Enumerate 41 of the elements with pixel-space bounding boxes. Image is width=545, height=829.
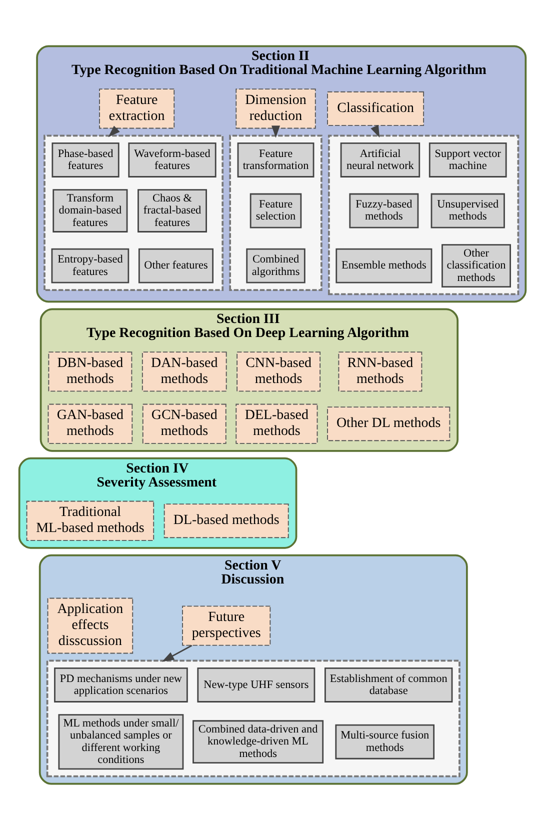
node-box: Chaos & fractal-based features [138, 188, 207, 232]
node-box: Application effects disscussion [47, 597, 134, 654]
node-box: Classification [327, 90, 424, 126]
cluster [328, 134, 520, 295]
node-box: Establishment of common database [324, 666, 453, 702]
node-box: Entropy-based features [51, 248, 130, 283]
node-box: New-type UHF sensors [197, 666, 316, 702]
node-box: Combined data-driven and knowledge-driven ML methods [192, 720, 324, 764]
node-box: Other classification methods [442, 244, 511, 287]
node-box: Other features [138, 248, 214, 283]
node-box: Support vector machine [428, 142, 507, 177]
node-box: Other DL methods [327, 406, 450, 441]
node-box: Transform domain-based features [52, 188, 128, 232]
node-box: GCN-based methods [142, 403, 226, 444]
node-box: Waveform-based features [128, 142, 216, 177]
node-box: DEL-based methods [236, 403, 318, 444]
node-box: DAN-based methods [142, 351, 227, 392]
node-box: Dimension reduction [236, 88, 316, 128]
arrow [162, 644, 192, 662]
node-box: Feature transformation [237, 142, 314, 177]
cluster [46, 659, 460, 777]
node-box: RNN-based methods [338, 351, 422, 392]
node-box: ML methods under small/ unbalanced samples or different working conditions [58, 714, 184, 770]
node-box: DL-based methods [164, 503, 289, 538]
node-box: DBN-based methods [48, 351, 132, 392]
cluster [229, 134, 322, 290]
cluster [44, 134, 224, 290]
node-box: Phase-based features [52, 142, 120, 177]
node-box: GAN-based methods [48, 403, 133, 444]
node-box: Ensemble methods [336, 248, 432, 283]
node-box: Combined algorithms [246, 248, 306, 283]
node-box: Artificial neural network [340, 142, 420, 177]
node-box: Fuzzy-based methods [349, 192, 419, 228]
node-box: Feature selection [250, 192, 302, 228]
node-box: PD mechanisms under new application scenarios [54, 666, 188, 702]
node-box: CNN-based methods [236, 351, 321, 392]
node-box: Unsupervised methods [430, 192, 505, 228]
arrow [272, 125, 280, 138]
node-box: Traditional ML-based methods [26, 500, 154, 540]
node-box: Multi-source fusion methods [335, 724, 435, 759]
node-box: Future perspectives [182, 605, 271, 646]
